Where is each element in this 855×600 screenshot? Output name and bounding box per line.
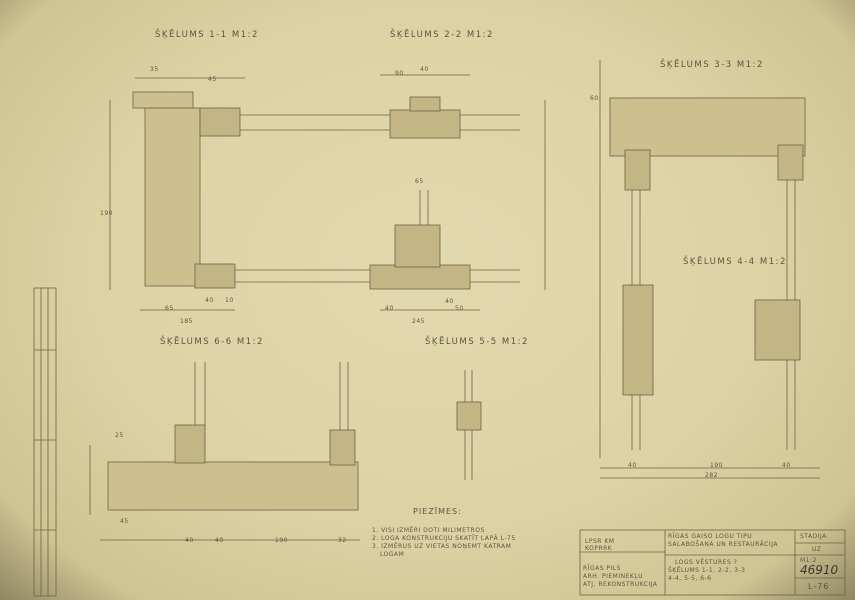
dim-label: 45 — [208, 76, 217, 83]
dim-label: 40 — [445, 298, 454, 305]
dim-label: 40 — [205, 297, 214, 304]
dim-label: 32 — [338, 537, 347, 544]
dim-label: 190 — [710, 462, 723, 469]
section-1-1-drawing — [109, 77, 520, 311]
dim-label: 40 — [420, 66, 429, 73]
section-title-2-2: ŠĶĒLUMS 2-2 M1:2 — [390, 30, 494, 40]
dim-label: 50 — [455, 305, 464, 312]
section-title-5-5: ŠĶĒLUMS 5-5 M1:2 — [425, 337, 529, 347]
dim-label: 40 — [185, 537, 194, 544]
tb-org: KOPRRK — [585, 545, 613, 552]
dim-label: 40 — [628, 462, 637, 469]
tb-sheet-title: 4-4, 5-5, 6-6 — [668, 575, 712, 582]
section-6-6-drawing — [89, 362, 360, 541]
title-block-lines — [579, 529, 846, 596]
dim-label: 90 — [395, 70, 404, 77]
tb-sheet: L-76 — [808, 582, 830, 591]
section-5-5-drawing — [456, 370, 482, 480]
dim-label: 25 — [115, 432, 124, 439]
tb-project: ARH. PIEMINEKĻU — [583, 573, 644, 580]
dim-label: 65 — [165, 305, 174, 312]
tb-object: RĪGAS GAISO LOGU TIPU — [668, 533, 753, 540]
note-line: 2. LOGA KONSTRUKCIJU SKATĪT LAPĀ L-75 — [372, 535, 516, 542]
section-title-4-4: ŠĶĒLUMS 4-4 M1:2 — [683, 257, 787, 267]
tb-scale: M1:2 — [800, 557, 817, 564]
note-line: 3. IZMĒRUS UZ VIETAS NOŅEMT KATRAM — [372, 543, 512, 550]
tb-project: RĪGAS PILS — [583, 565, 621, 572]
tb-number: 46910 — [800, 563, 839, 577]
tb-object: SALABOŠANA UN RESTAURĀCIJA — [668, 541, 779, 548]
dim-label: 35 — [150, 66, 159, 73]
tb-stage-label: STADIJA — [800, 533, 827, 540]
dim-label: 65 — [415, 178, 424, 185]
dim-label: 190 — [275, 537, 288, 544]
notes-heading: PIEZĪMES: — [413, 507, 462, 516]
margin-stamp — [33, 287, 57, 597]
section-2-2-drawing — [369, 74, 546, 311]
section-title-1-1: ŠĶĒLUMS 1-1 M1:2 — [155, 30, 259, 40]
dim-label: 282 — [705, 472, 718, 479]
note-line: LOGAM — [380, 551, 405, 558]
tb-stage: UZ — [812, 546, 822, 553]
tb-sheet-title: LOGS VĒSTURES ? — [675, 559, 738, 566]
tb-org: LPSR KM — [585, 538, 615, 545]
section-3-3-drawing — [599, 60, 820, 479]
dim-label: 10 — [225, 297, 234, 304]
dim-label: 190 — [100, 210, 113, 217]
note-line: 1. VISI IZMĒRI DOTI MILIMETROS — [372, 527, 485, 534]
tb-project: ATJ. REKONSTRUKCIJA — [583, 581, 658, 588]
dim-label: 40 — [385, 305, 394, 312]
section-title-3-3: ŠĶĒLUMS 3-3 M1:2 — [660, 60, 764, 70]
dim-label: 45 — [120, 518, 129, 525]
tb-sheet-title: ŠĶĒLUMS 1-1, 2-2, 3-3 — [668, 567, 746, 574]
dim-label: 185 — [180, 318, 193, 325]
dim-label: 40 — [782, 462, 791, 469]
dim-label: 40 — [215, 537, 224, 544]
section-title-6-6: ŠĶĒLUMS 6-6 M1:2 — [160, 337, 264, 347]
dim-label: 60 — [590, 95, 599, 102]
dim-label: 245 — [412, 318, 425, 325]
